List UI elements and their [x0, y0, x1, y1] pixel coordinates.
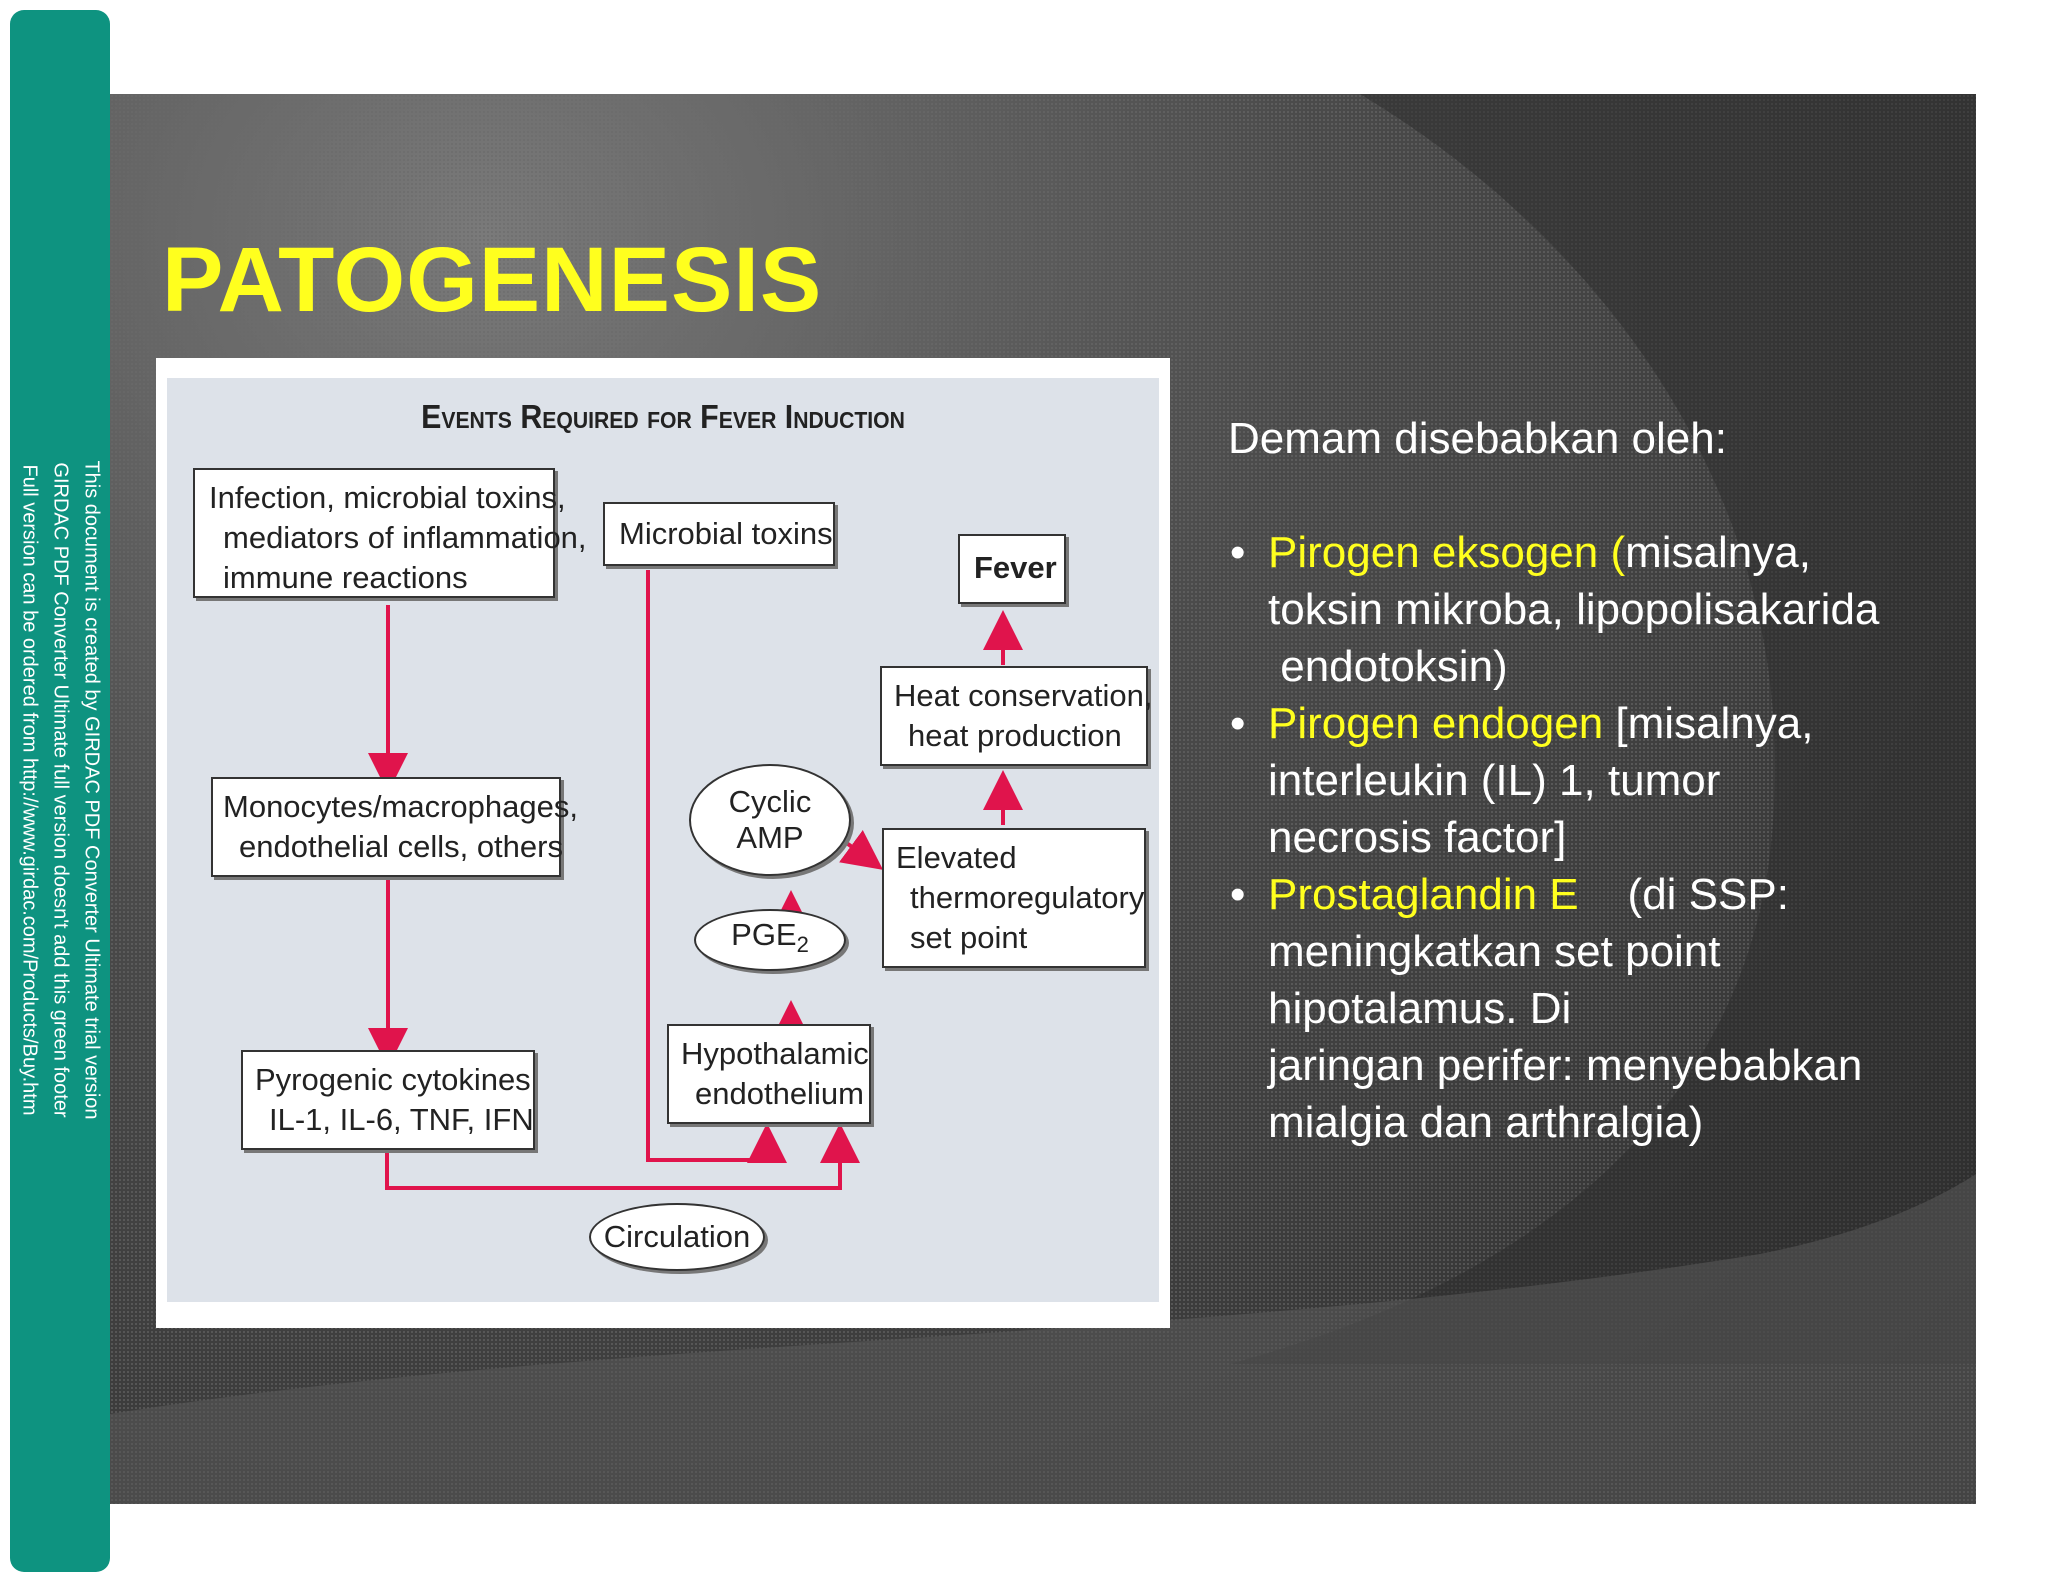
slide-background-swoosh	[110, 94, 1976, 1504]
arrow-microbial-hypothalamic	[646, 570, 787, 1163]
box-elevated-set-point: Elevated thermoregulatory set point	[882, 828, 1146, 968]
box-microbial-toxins: Microbial toxins	[603, 502, 835, 566]
oval-pge2: PGE2	[694, 909, 846, 971]
figure-title: Events Required for Fever Induction	[421, 398, 905, 435]
oval-circulation: Circulation	[589, 1203, 765, 1271]
figure-arrows	[368, 570, 1023, 1190]
trial-footer-line-2: GIRDAC PDF Converter Ultimate full versi…	[49, 462, 72, 1118]
box-fever: Fever	[958, 534, 1066, 604]
box-infection: Infection, microbial toxins, mediators o…	[193, 468, 587, 598]
fever-figure: Events Required for Fever Induction	[156, 358, 1170, 1328]
trial-footer-line-1: This document is created by GIRDAC PDF C…	[80, 460, 103, 1120]
arrow-circulation-hypothalamic	[385, 1123, 860, 1190]
intro-text: Demam disebabkan oleh:	[1228, 414, 1727, 463]
figure-panel: Events Required for Fever Induction	[167, 378, 1159, 1302]
bullet-pirogen-eksogen: • Pirogen eksogen (misalnya,	[1230, 528, 1811, 577]
trial-footer-text: This document is created by GIRDAC PDF C…	[14, 190, 107, 1390]
box-monocytes: Monocytes/macrophages, endothelial cells…	[211, 777, 578, 877]
trial-footer-line-3: Full version can be ordered from http://…	[18, 464, 41, 1116]
content-text: Demam disebabkan oleh: • Pirogen eksogen…	[1228, 410, 1968, 1151]
box-pyrogenic-cytokines: Pyrogenic cytokines IL-1, IL-6, TNF, IFN	[241, 1050, 535, 1150]
page-title: PATOGENESIS	[162, 229, 823, 331]
trial-footer-bar	[10, 10, 110, 1572]
bullet-prostaglandin: • Prostaglandin E (di SSP:	[1230, 870, 1789, 919]
bullet-pirogen-endogen: • Pirogen endogen [misalnya,	[1230, 699, 1814, 748]
box-hypothalamic-endothelium: Hypothalamic endothelium	[667, 1024, 871, 1124]
box-heat-conservation: Heat conservation, heat production	[880, 666, 1152, 766]
oval-cyclic-amp: Cyclic AMP	[689, 764, 851, 876]
slide: PATOGENESIS Events Required for Fever In…	[110, 94, 1976, 1504]
